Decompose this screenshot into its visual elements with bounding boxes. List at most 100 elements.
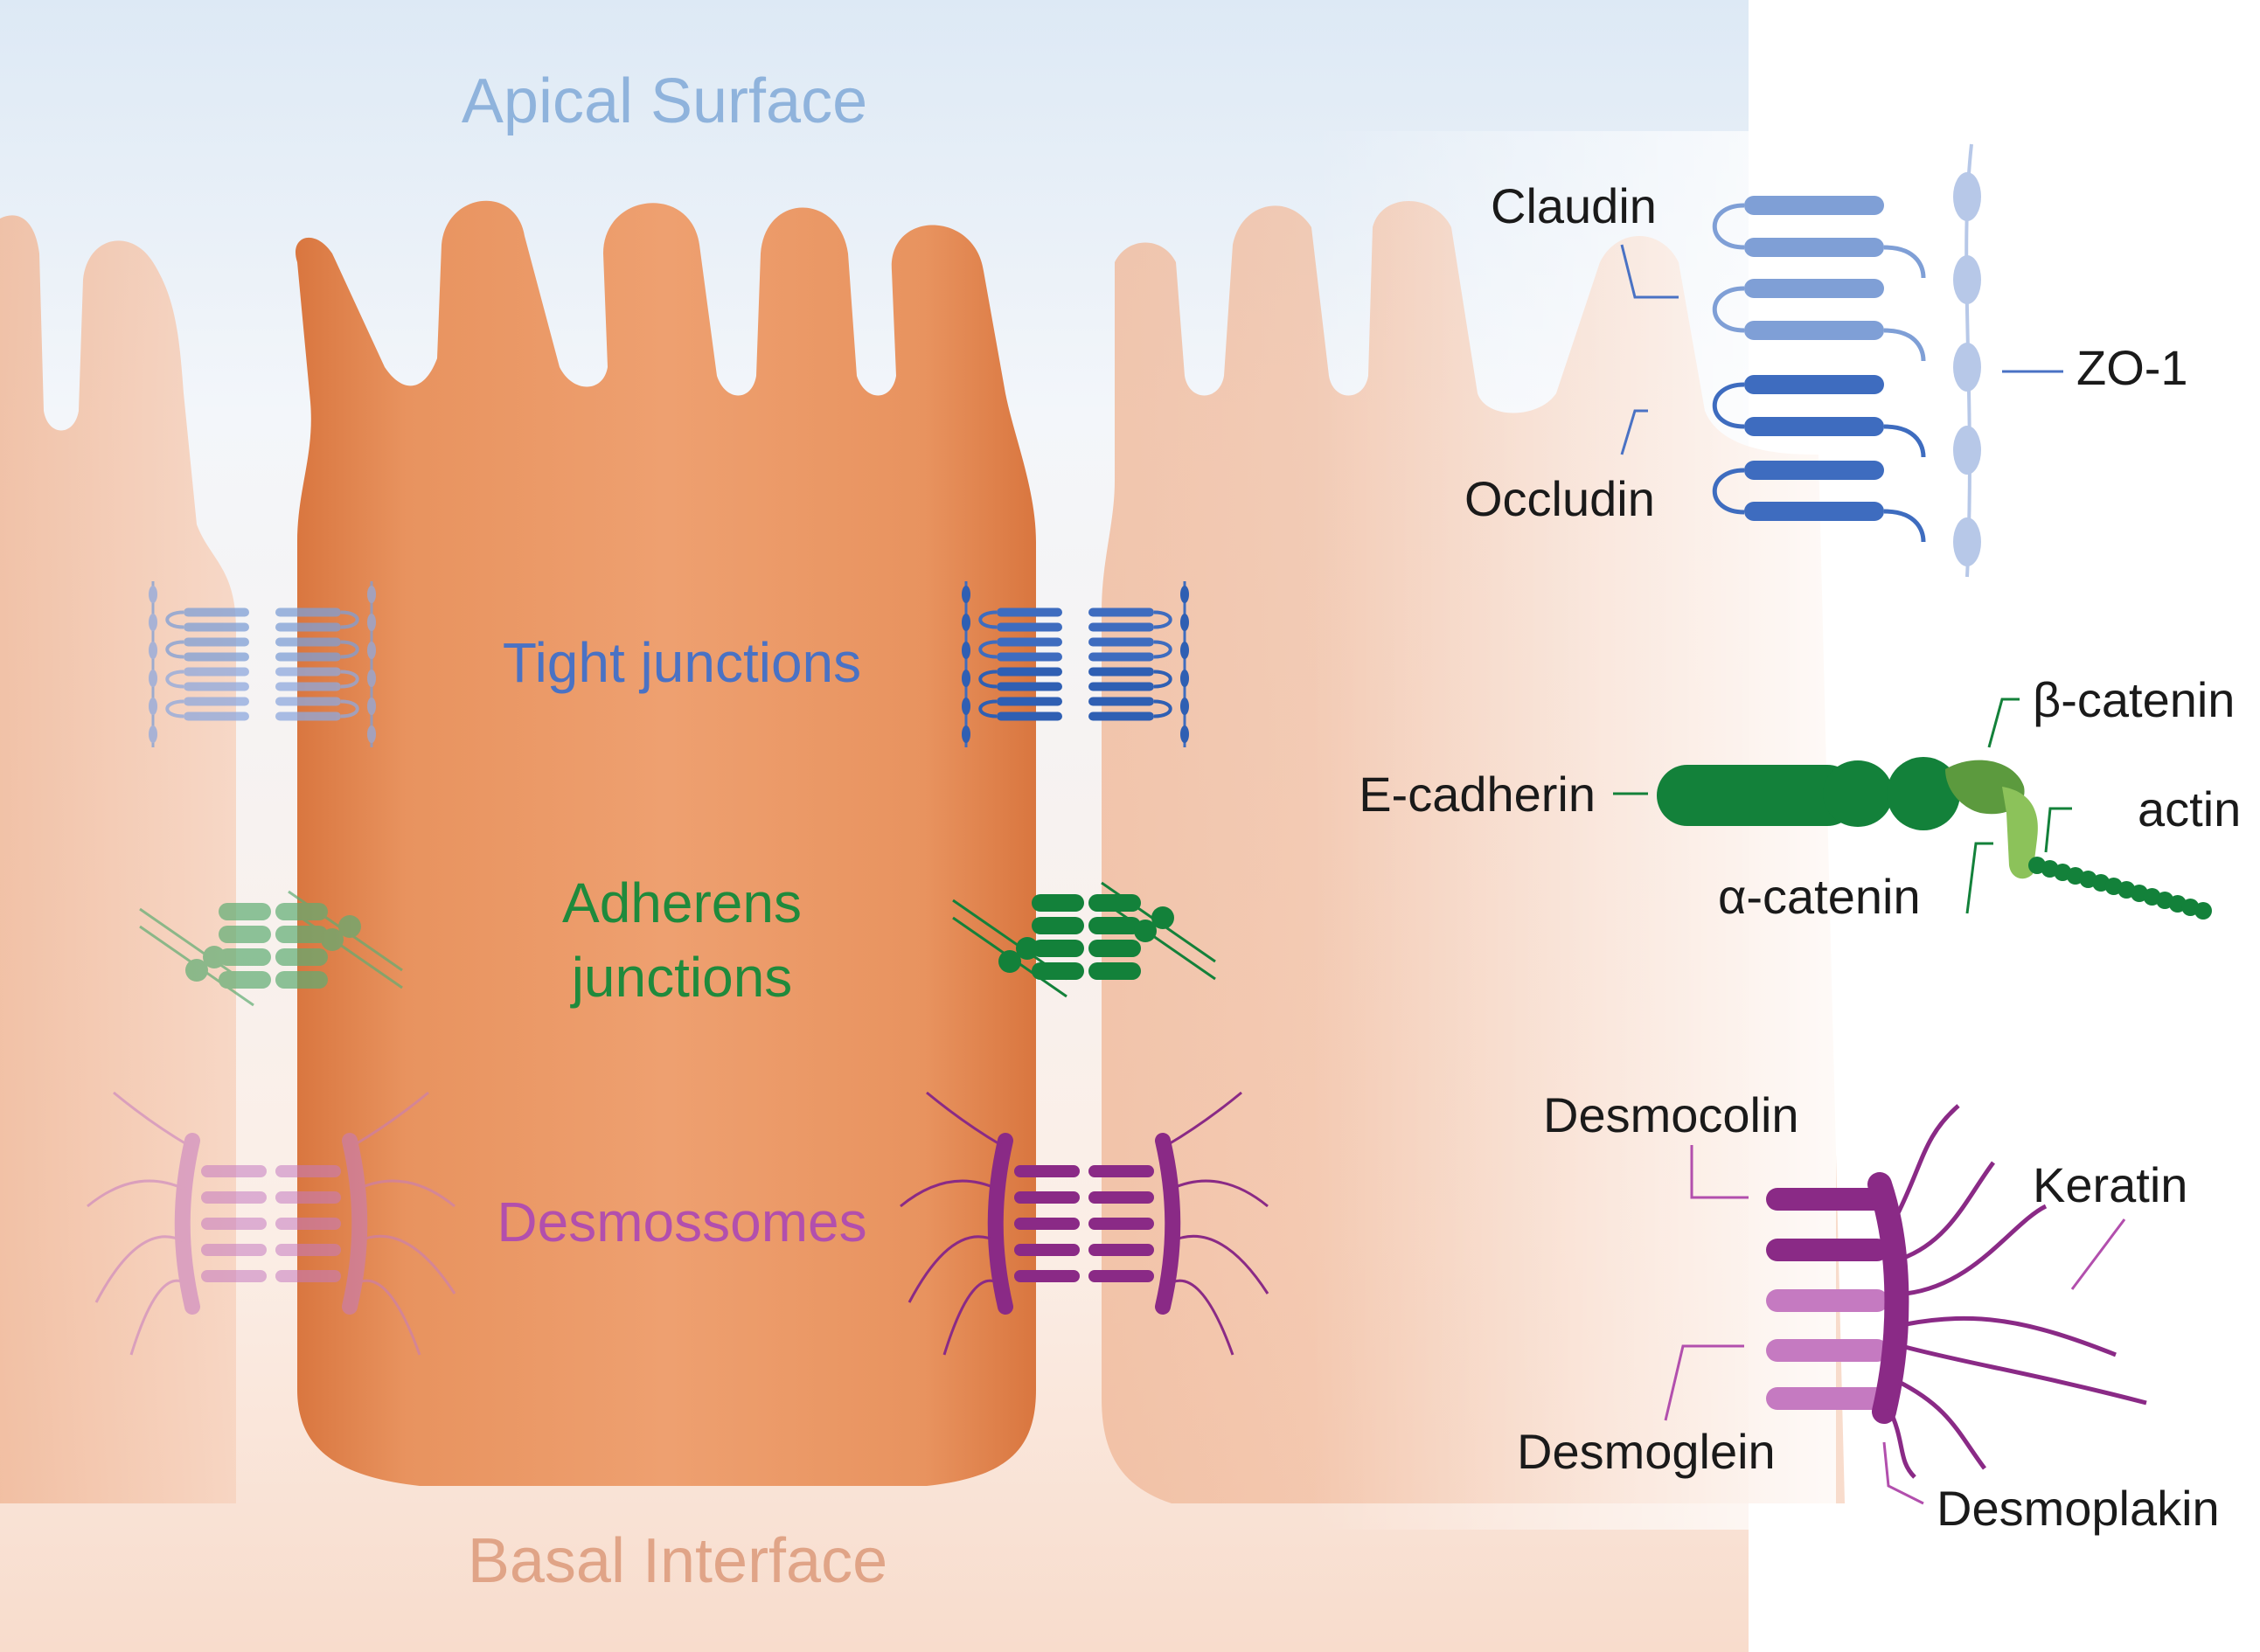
keratin-leader bbox=[2070, 1218, 2126, 1290]
zo1-bead bbox=[1953, 255, 1981, 304]
desmosomal-cadherin bbox=[1088, 1270, 1154, 1282]
left-cell bbox=[0, 215, 236, 1504]
keratin-filament bbox=[907, 1235, 998, 1303]
tight-junction-strand bbox=[1088, 667, 1154, 677]
tight-junction-loop bbox=[1153, 670, 1172, 689]
zo1-bead bbox=[1953, 343, 1981, 392]
actin-leader bbox=[2044, 807, 2072, 853]
desmosomal-cadherin bbox=[275, 1165, 341, 1177]
keratin-filament bbox=[353, 1279, 421, 1356]
desmosomal-cadherin bbox=[1088, 1218, 1154, 1230]
zo1-bead bbox=[1953, 426, 1981, 475]
claudin-label: Claudin bbox=[1491, 178, 1657, 233]
tight-junction-loop bbox=[978, 670, 998, 689]
actin-label: actin bbox=[2138, 781, 2241, 836]
alpha-catenin-leader bbox=[1965, 842, 1993, 914]
cadherin-domain bbox=[275, 926, 328, 943]
desmosomal-cadherin bbox=[1014, 1165, 1080, 1177]
cadherin-domain bbox=[219, 903, 271, 920]
cadherin-domain bbox=[1032, 962, 1084, 980]
desmosome-right bbox=[900, 1091, 1269, 1356]
tight-junction-strand bbox=[275, 697, 341, 706]
desmosomal-cadherin bbox=[201, 1191, 267, 1204]
tight-junction-loop bbox=[1712, 468, 1745, 515]
cadherin-domain bbox=[1032, 894, 1084, 912]
desmosomal-cadherin bbox=[201, 1244, 267, 1256]
tight-junction-loop bbox=[1712, 382, 1745, 429]
tight-junction-strand bbox=[184, 697, 249, 706]
zo1-bead bbox=[149, 614, 157, 631]
tight-junction-strand bbox=[1744, 461, 1884, 480]
tight-junction-strand bbox=[184, 667, 249, 677]
tight-junction-strand bbox=[1744, 417, 1884, 436]
desmosomal-cadherin bbox=[1766, 1289, 1888, 1312]
tight-junction-strand bbox=[997, 622, 1062, 632]
catenin-bead bbox=[338, 915, 361, 938]
zo1-bead bbox=[1953, 517, 1981, 566]
keratin-label: Keratin bbox=[2033, 1157, 2187, 1212]
zo1-bead bbox=[367, 725, 376, 743]
tight-junctions-label: Tight junctions bbox=[503, 631, 861, 694]
adherens-junction-left bbox=[139, 890, 403, 1007]
tight-junction-strand bbox=[997, 682, 1062, 691]
desmosomal-cadherin bbox=[201, 1165, 267, 1177]
adherens-junction-right bbox=[952, 881, 1216, 998]
tight-junction-tail bbox=[1883, 245, 1926, 279]
alpha-catenin bbox=[2002, 787, 2038, 879]
zo1-bead bbox=[1180, 614, 1189, 631]
tight-junction-tail bbox=[1883, 509, 1926, 543]
tight-junction-strand bbox=[1744, 321, 1884, 340]
occludin-label: Occludin bbox=[1464, 471, 1655, 526]
desmosomal-cadherin bbox=[275, 1270, 341, 1282]
zo1-bead bbox=[1180, 670, 1189, 687]
tight-junction-loop bbox=[340, 610, 359, 629]
desmoplakin-plaque bbox=[342, 1133, 368, 1315]
tight-junction-strand bbox=[184, 682, 249, 691]
desmosome-detail bbox=[1766, 1104, 2147, 1479]
tight-junction-loop bbox=[1153, 699, 1172, 718]
keratin-filament bbox=[1895, 1378, 1987, 1470]
cadherin-domain bbox=[1088, 917, 1141, 934]
e-cadherin-label: E-cadherin bbox=[1359, 767, 1596, 822]
tight-junction-strand bbox=[184, 711, 249, 721]
cadherin-domain bbox=[275, 948, 328, 966]
tight-junction-loop bbox=[1153, 640, 1172, 659]
zo1-bead bbox=[962, 725, 970, 743]
e-cadherin-domain bbox=[1657, 765, 1858, 826]
e-cadherin-domain bbox=[1823, 760, 1893, 827]
tight-junction-strand bbox=[1088, 697, 1154, 706]
keratin-filament bbox=[87, 1179, 184, 1208]
tight-junction-loop bbox=[1153, 610, 1172, 629]
tight-junction-strand bbox=[997, 697, 1062, 706]
keratin-filament bbox=[1895, 1104, 1960, 1217]
tight-junction-strand bbox=[1744, 196, 1884, 215]
tight-junction-strand bbox=[1088, 607, 1154, 617]
desmoplakin-plaque bbox=[1155, 1133, 1181, 1315]
desmosomal-cadherin bbox=[201, 1218, 267, 1230]
zo1-bead bbox=[149, 670, 157, 687]
zo1-bead bbox=[962, 670, 970, 687]
tight-junction-strand bbox=[184, 637, 249, 647]
cadherin-domain bbox=[219, 971, 271, 989]
desmoplakin-label: Desmoplakin bbox=[1937, 1481, 2220, 1536]
keratin-filament bbox=[358, 1234, 456, 1295]
cadherin-domain bbox=[275, 903, 328, 920]
beta-catenin-label: β-catenin bbox=[2033, 672, 2235, 727]
tight-junction-strand bbox=[184, 607, 249, 617]
cadherin-domain bbox=[1088, 940, 1141, 957]
tight-junction-strand bbox=[1744, 502, 1884, 521]
desmosomal-cadherin bbox=[1766, 1188, 1888, 1211]
desmosomal-cadherin bbox=[275, 1191, 341, 1204]
keratin-filament bbox=[1166, 1091, 1242, 1147]
catenin-bead bbox=[203, 946, 226, 968]
desmosomal-cadherin bbox=[275, 1218, 341, 1230]
desmocolin-leader bbox=[1690, 1145, 1749, 1199]
desmosome-left bbox=[87, 1091, 456, 1356]
tight-junction-strand bbox=[1088, 682, 1154, 691]
desmosomal-cadherin bbox=[1766, 1339, 1888, 1362]
tight-junction-loop bbox=[978, 610, 998, 629]
actin-filament bbox=[1101, 899, 1216, 981]
adherens-label-line1: Adherens bbox=[562, 871, 802, 934]
catenin-bead bbox=[1016, 937, 1039, 960]
